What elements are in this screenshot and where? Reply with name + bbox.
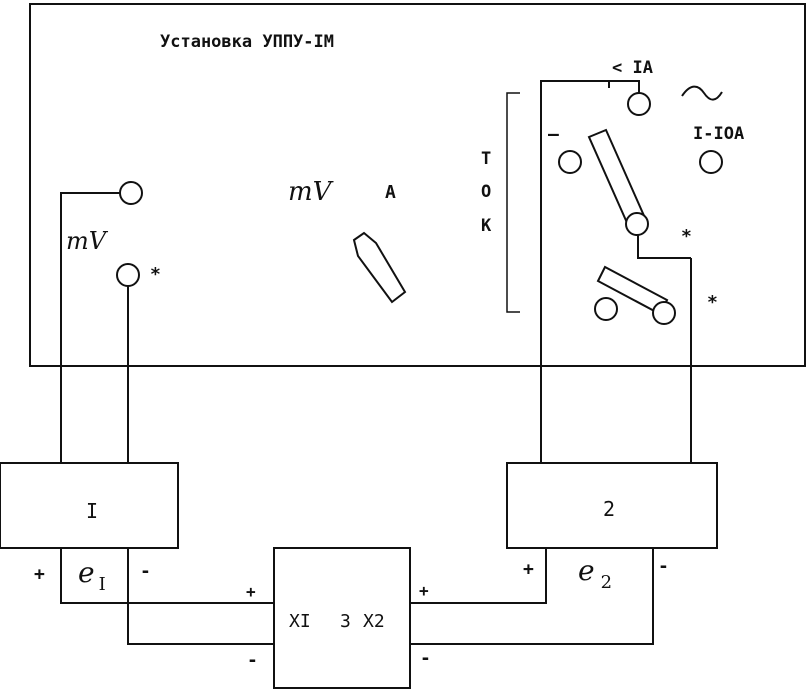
star-switch-label: * xyxy=(681,226,692,247)
lower-switch-terminal-right xyxy=(652,301,676,325)
polarity-minus-e1: - xyxy=(140,561,151,582)
wire-mv-top-to-block1 xyxy=(60,192,120,463)
polarity-plus-e1: + xyxy=(34,564,45,585)
emf-e1-symbol: e xyxy=(78,556,95,589)
switch-terminal-dc xyxy=(558,150,582,174)
meter-pointer xyxy=(352,231,407,304)
switch-terminal-high-range xyxy=(699,150,723,174)
mv-terminal-bottom xyxy=(116,263,140,287)
wire-x2-plus-to-block2 xyxy=(410,548,547,604)
lower-switch-terminal-left xyxy=(594,297,618,321)
dc-symbol-label: — xyxy=(548,124,559,145)
polarity-minus-x2: - xyxy=(420,648,431,669)
block-3-x1-label: XI xyxy=(289,611,311,632)
device-title: Установка УППУ-IM xyxy=(160,32,334,52)
switch-panel-outline xyxy=(540,80,609,463)
emf-e2-symbol: e xyxy=(578,554,595,587)
range-low-label: < IA xyxy=(612,58,653,78)
block-1-label: I xyxy=(86,499,98,523)
emf-e1-subscript: I xyxy=(99,574,106,595)
switch-terminal-low-range xyxy=(627,92,651,116)
block-3 xyxy=(273,547,411,689)
current-group-letter-1: Т xyxy=(481,149,491,169)
polarity-plus-x2: + xyxy=(419,581,429,600)
mv-scale-label: mV xyxy=(288,177,334,207)
upper-switch-pivot xyxy=(625,212,649,236)
ac-symbol-label: ~ xyxy=(740,99,741,101)
polarity-plus-e2: + xyxy=(523,559,534,580)
polarity-minus-e2: - xyxy=(658,556,669,577)
a-scale-label: A xyxy=(385,182,396,203)
block-3-number: 3 xyxy=(340,611,351,632)
low-range-lead xyxy=(608,80,640,93)
block-2-label: 2 xyxy=(603,497,615,521)
mv-input-label: mV xyxy=(66,227,109,255)
block-2 xyxy=(506,462,718,549)
emf-e2-subscript: 2 xyxy=(601,572,612,593)
range-high-label: I-IOA xyxy=(693,124,744,144)
ac-symbol xyxy=(681,85,723,101)
polarity-minus-x1: - xyxy=(247,650,258,671)
current-group-letter-2: О xyxy=(481,182,491,202)
polarity-plus-x1: + xyxy=(246,582,256,601)
upper-switch-lever xyxy=(587,128,647,227)
block-1 xyxy=(0,462,179,549)
star-mv-label: * xyxy=(150,264,161,285)
block-3-x2-label: X2 xyxy=(363,611,385,632)
wire-block1-minus-to-x1 xyxy=(127,548,274,645)
current-group-letter-3: К xyxy=(481,216,492,236)
wire-x2-minus-to-block2 xyxy=(410,548,654,645)
lower-switch-lever xyxy=(596,265,669,316)
star-lower-label: * xyxy=(707,292,718,313)
device-housing xyxy=(29,3,806,367)
upper-switch-lead xyxy=(637,235,691,259)
wire-block1-plus-to-x1 xyxy=(60,548,274,604)
mv-terminal-top xyxy=(119,181,143,205)
current-group-bracket xyxy=(506,92,520,313)
